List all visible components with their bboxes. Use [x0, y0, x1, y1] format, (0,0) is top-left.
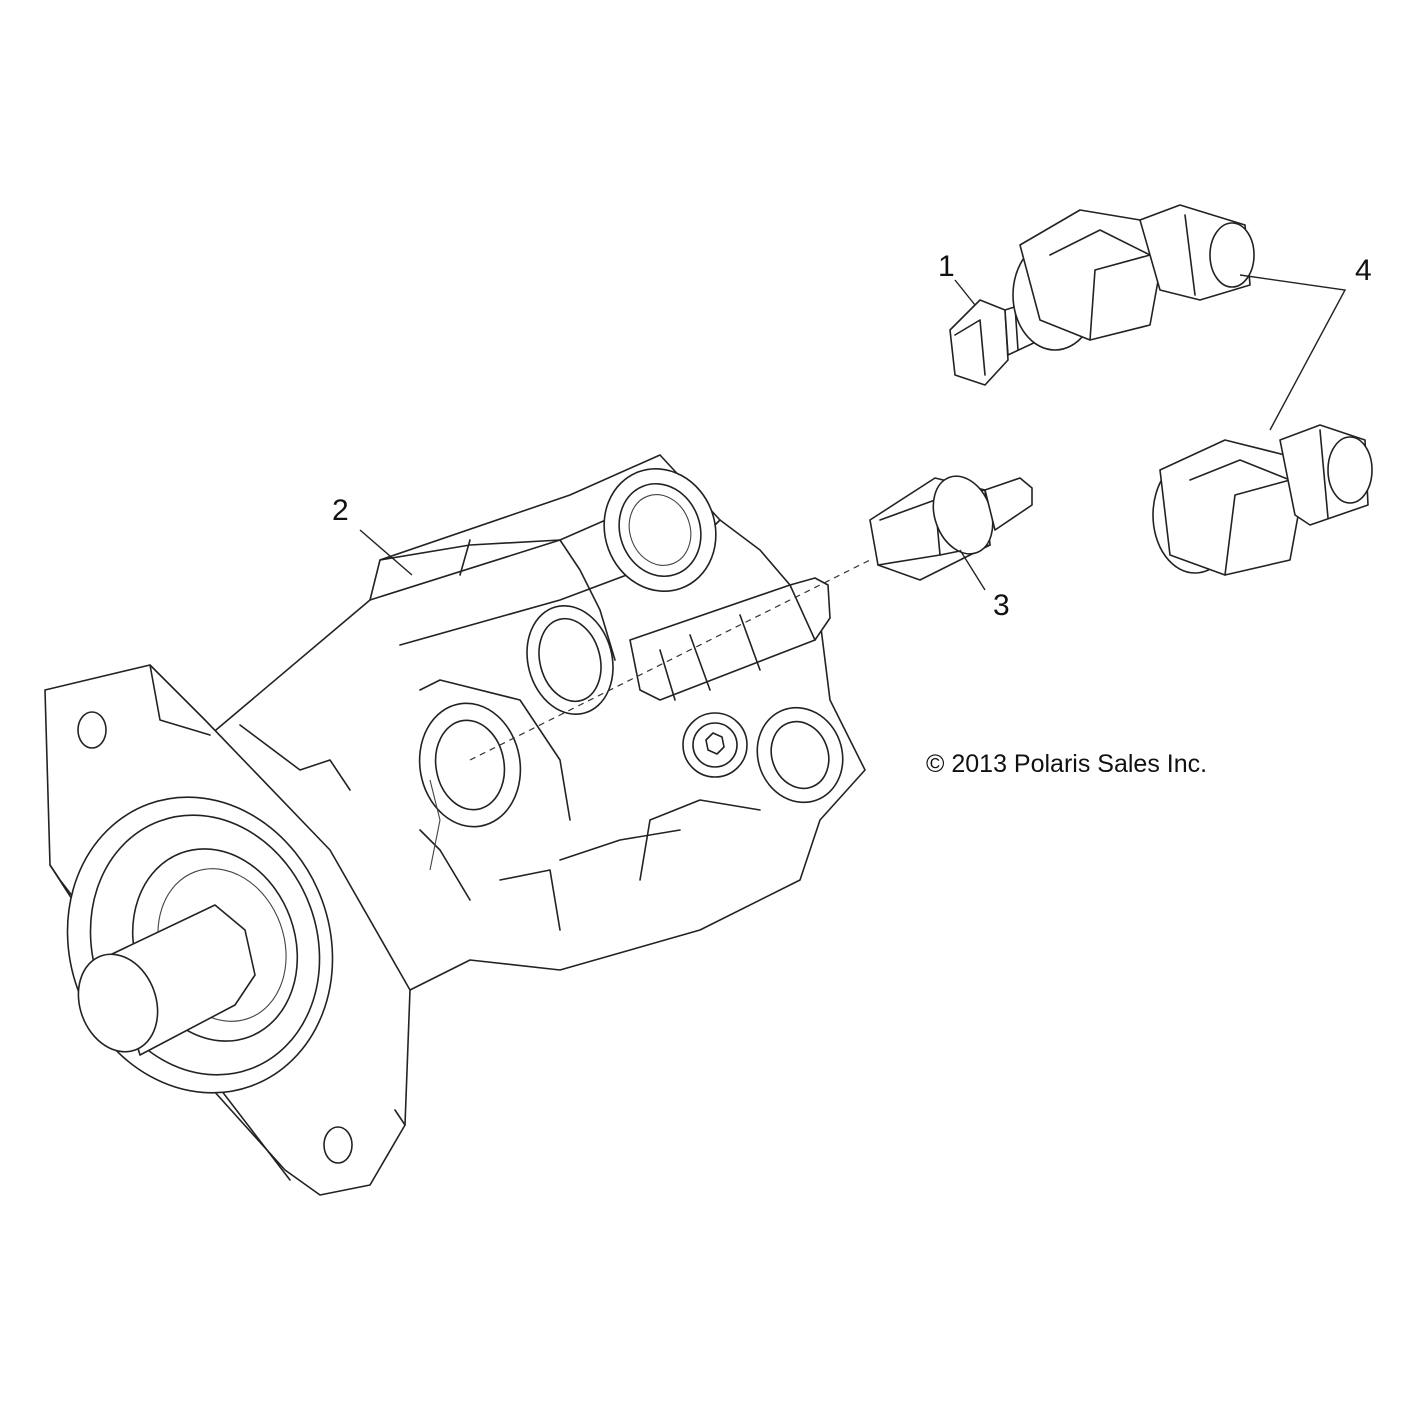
- leader-1: [954, 279, 976, 306]
- leader-3: [959, 549, 986, 591]
- elbow-fitting-lower: [1152, 424, 1373, 576]
- callout-3: 3: [993, 589, 1010, 622]
- flange-hole-top: [77, 711, 107, 749]
- elbow-fitting-upper: [1012, 204, 1255, 351]
- flange-hole-bottom: [323, 1126, 353, 1164]
- center-port: [418, 702, 522, 828]
- callout-1: 1: [938, 250, 955, 283]
- callout-4: 4: [1355, 254, 1372, 287]
- assembly-centerline: [469, 559, 871, 761]
- pump-assembly: [44, 454, 866, 1196]
- callout-2: 2: [332, 494, 349, 527]
- fitting-3: [869, 475, 1033, 581]
- lower-port: [756, 706, 844, 804]
- copyright-notice: © 2013 Polaris Sales Inc.: [926, 750, 1207, 778]
- leader-4: [1239, 274, 1347, 431]
- leader-2: [359, 529, 413, 576]
- middle-port: [526, 604, 614, 716]
